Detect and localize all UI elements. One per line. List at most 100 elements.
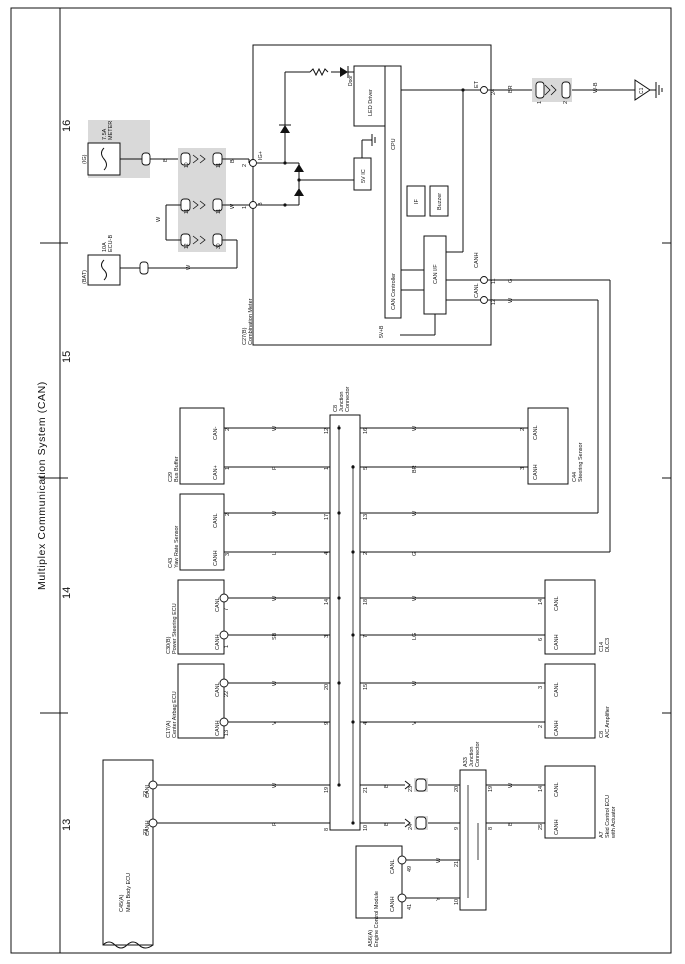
pin-number: 14: [538, 786, 544, 792]
wire-color: W: [412, 510, 418, 516]
connector-a33-plug: [415, 778, 427, 792]
pin-number: 2: [242, 164, 248, 167]
meter-if-label: IF: [414, 198, 420, 204]
meter-name: Combination Meter: [248, 298, 254, 345]
ecm-canl-label: CANL: [390, 859, 396, 874]
main-body-ecu-name: Main Body ECU: [126, 873, 132, 912]
dlc3-box: [544, 579, 596, 655]
pin-number: 10: [184, 162, 190, 168]
pin-number: 6: [538, 638, 544, 641]
center-airbag-ecu-box: [177, 663, 225, 739]
c8-junction-name: Junction: [339, 392, 345, 413]
pin-number: 8: [488, 827, 494, 830]
page-border: [10, 7, 672, 954]
diode: [280, 125, 290, 133]
fuse-source: (BAT): [82, 270, 88, 284]
main-body-ecu-id: C45(A): [119, 894, 125, 912]
pin-22: [219, 678, 229, 688]
ground-triangle: [634, 79, 651, 101]
steer-id: C44: [572, 472, 578, 482]
pin-number: 2: [225, 428, 231, 431]
wire-color: W: [156, 216, 162, 222]
fuse-name: METER: [108, 121, 114, 140]
pin-number: 24: [491, 89, 497, 95]
ps-canh-label: CANH: [215, 634, 221, 650]
wire-color: W: [272, 782, 278, 788]
a33-junction-connector: [459, 769, 487, 911]
grid-number: 13: [61, 819, 73, 831]
wire-color: G: [508, 279, 514, 283]
yaw-id: C43: [168, 558, 174, 568]
pin-number: 12: [184, 243, 190, 249]
pin-41: [397, 893, 407, 903]
pin-number: 14: [538, 599, 544, 605]
wire-color: W: [272, 595, 278, 601]
dlc3-canh-label: CANH: [554, 634, 560, 650]
meter-led-driver: [353, 65, 386, 127]
pin-number: 1: [324, 467, 330, 470]
c8-junction-connector: [329, 414, 361, 831]
pin-number: 21: [454, 861, 460, 867]
pin-number: 1: [225, 467, 231, 470]
dlc3-name: DLC3: [605, 638, 611, 652]
wire-color: W: [508, 297, 514, 303]
pin-11: [480, 276, 488, 284]
five-vb-label: 5V+B: [379, 325, 385, 338]
pin-number: 4: [363, 722, 369, 725]
splice-dot: [337, 511, 341, 515]
pin-7: [219, 593, 229, 603]
pin-2: [249, 159, 257, 167]
meter-ig-label: IG+: [258, 151, 264, 160]
pin-number: 10: [454, 899, 460, 905]
fuse-symbol: [101, 259, 107, 281]
bus-buffer-box: [179, 407, 225, 485]
pin-number: 9: [324, 722, 330, 725]
grid-number: 14: [61, 587, 73, 599]
splice-dot: [283, 203, 287, 207]
steering-sensor-box: [527, 407, 569, 485]
wire-color: V: [272, 721, 278, 725]
wire-color: B: [384, 784, 390, 788]
pin-number: 49: [407, 866, 413, 872]
pin-number: 17: [324, 514, 330, 520]
pin-number: 23: [408, 786, 414, 792]
engine-control-module-box: [355, 845, 403, 919]
main-body-ecu-canh-label: CANH: [145, 820, 151, 836]
airbag-canh-label: CANH: [215, 720, 221, 736]
pin-number: 1: [242, 206, 248, 209]
wire-color: W: [412, 425, 418, 431]
pin-number: 12: [491, 299, 497, 305]
ecm-id: A56(A): [368, 930, 374, 947]
connector-arrow: [404, 780, 411, 790]
a33-name: Junction: [469, 747, 475, 768]
fuse-rating: 10A: [102, 242, 108, 252]
wire-color: B: [163, 158, 169, 162]
pin-number: 22: [143, 791, 149, 797]
resistor: [309, 67, 329, 77]
pin-number: 10: [363, 825, 369, 831]
wire-color: BR: [412, 465, 418, 473]
ps-id: C30(B): [166, 636, 172, 654]
pin-number: 2: [520, 428, 526, 431]
ac-canl-label: CANL: [554, 682, 560, 697]
skid-canl-label: CANL: [554, 782, 560, 797]
pin-number: 7: [363, 635, 369, 638]
ground-label: C1: [639, 87, 645, 94]
yaw-canl-label: CANL: [213, 513, 219, 528]
grid-number: 15: [61, 351, 73, 363]
pin-number: 3: [520, 467, 526, 470]
pin-number: 11: [491, 278, 497, 284]
pin-number: 4: [324, 552, 330, 555]
wire-color: V: [412, 721, 418, 725]
wire-color: B: [508, 822, 514, 826]
connector-plug: [535, 81, 545, 99]
wire-color: R: [272, 822, 278, 826]
pin-23: [148, 818, 158, 828]
pin-number: 2: [538, 725, 544, 728]
pin-49: [397, 855, 407, 865]
fuse-source: (IG): [82, 154, 88, 164]
pin-number: 9: [454, 827, 460, 830]
pin-13: [219, 717, 229, 727]
airbag-canl-label: CANL: [215, 682, 221, 697]
